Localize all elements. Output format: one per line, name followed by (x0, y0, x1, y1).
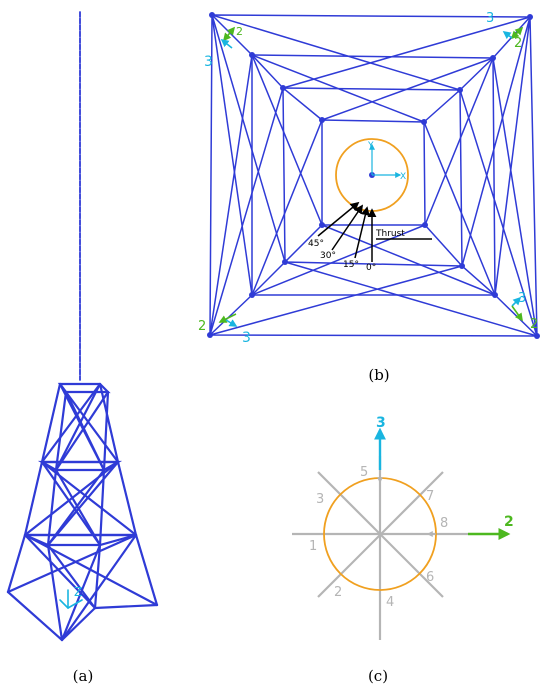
angle-label-15: 15° (343, 260, 359, 270)
point-label-1: 1 (309, 539, 317, 554)
corner-bottom-left-cyan: 3 (242, 330, 251, 346)
corner-axes-top-left: 2 3 (204, 25, 243, 70)
axis-x-label: X (400, 172, 406, 182)
point-label-3: 3 (316, 492, 324, 507)
thrust-arrow-30 (331, 204, 364, 251)
point-markers (377, 474, 436, 537)
point-label-2: 2 (334, 585, 342, 600)
axis-2-label: 2 (504, 514, 514, 530)
thrust-arrow-15 (354, 206, 370, 259)
panel-a-tower: Z (6, 11, 159, 642)
tower-leg-1 (6, 382, 62, 594)
corner-axes-bottom-left: 2 3 (198, 313, 251, 346)
tower-bracing (6, 382, 159, 642)
point-label-6: 6 (426, 570, 434, 585)
corner-bottom-left-green: 2 (198, 319, 206, 334)
corner-top-left-green: 2 (236, 25, 243, 38)
point-label-4: 4 (386, 595, 394, 610)
corner-axes-top-right: 3 2 (486, 11, 524, 51)
thrust-arrow-45 (317, 201, 360, 237)
thrust-angle-labels: 45° 30° 15° 0° (308, 239, 376, 273)
angle-label-30: 30° (320, 251, 336, 261)
point-labels: 1 2 3 4 5 6 7 8 (309, 465, 448, 610)
radial-lines (292, 456, 468, 640)
plan-nodes (207, 12, 540, 339)
angle-label-0: 0° (366, 263, 376, 273)
corner-top-right-green: 2 (514, 36, 522, 51)
caption-c: (c) (368, 667, 388, 685)
point-label-7: 7 (426, 489, 434, 504)
point-label-8: 8 (440, 516, 448, 531)
corner-top-left-cyan: 3 (204, 54, 213, 70)
corner-bottom-right-cyan: 3 (518, 291, 526, 306)
axis-y-label: Y (367, 141, 374, 151)
caption-a: (a) (73, 667, 94, 685)
panel-b-top-view: Y X 45° 30° 15° 0° Thrust 2 3 3 2 (198, 11, 540, 346)
plan-local-axes (369, 143, 402, 178)
point-label-5: 5 (360, 465, 368, 480)
tower-axis-label: Z (74, 585, 82, 599)
angle-label-45: 45° (308, 239, 324, 249)
tower-axis-triad (59, 589, 83, 609)
thrust-arrows (317, 201, 432, 262)
tower-leg-3 (98, 382, 159, 607)
corner-bottom-right-green: 2 (530, 317, 538, 332)
tower-leg-2 (46, 390, 68, 642)
panel-c-points-layout: 3 2 1 2 3 4 5 6 7 8 (292, 415, 514, 640)
thrust-label: Thrust (375, 229, 405, 239)
caption-b: (b) (368, 366, 389, 384)
corner-axes-bottom-right: 3 2 (511, 291, 538, 332)
axis-3-label: 3 (376, 415, 386, 431)
tower-frame-2 (37, 460, 123, 472)
corner-top-right-cyan: 3 (486, 11, 494, 26)
